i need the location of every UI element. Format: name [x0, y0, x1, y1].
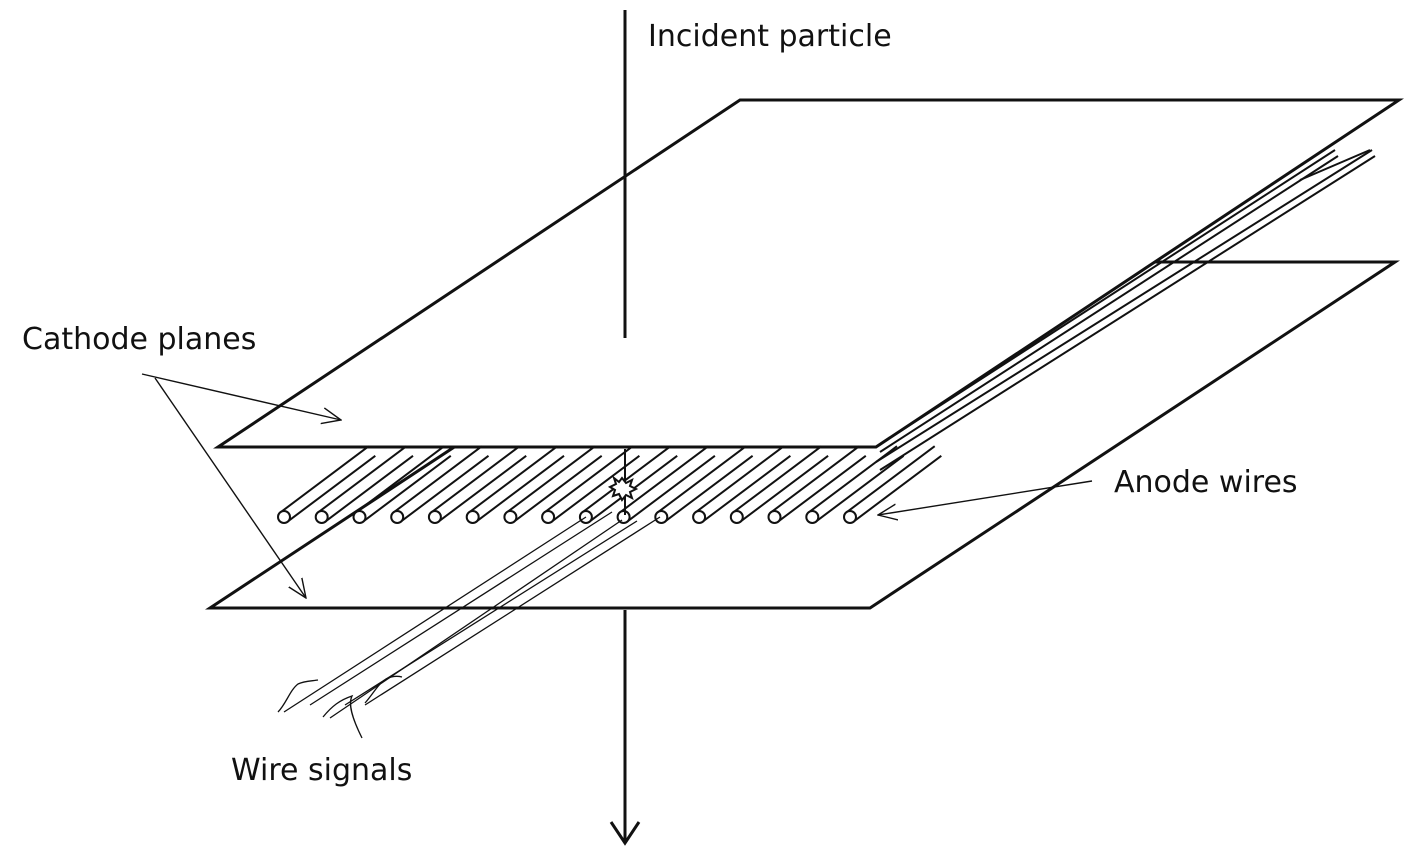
anode-wire — [503, 445, 603, 524]
anode-wire — [654, 445, 754, 524]
ionisation-spark-icon — [607, 475, 639, 502]
anode-wire — [390, 445, 490, 524]
anode-wire — [277, 445, 376, 524]
anode-wire — [729, 445, 829, 524]
anode-wires-label: Anode wires — [1114, 465, 1298, 500]
signal-pulse-icons — [277, 675, 403, 739]
wire-signal-leads — [283, 511, 661, 719]
anode-wire — [465, 445, 565, 524]
wire-signals-label: Wire signals — [231, 753, 412, 788]
anode-wire — [767, 445, 867, 524]
anode-wire — [805, 445, 905, 524]
anode-wire — [692, 445, 792, 524]
incident-particle-arrow-icon — [609, 821, 641, 846]
anode-wires — [277, 445, 942, 524]
anode-wire-back-extensions — [875, 149, 1376, 471]
anode-wire — [427, 445, 527, 524]
cathode-planes-label: Cathode planes — [22, 322, 256, 357]
anode-wire — [843, 445, 942, 524]
anode-wires-arrow — [878, 480, 1093, 515]
upper-cathode-plane — [213, 98, 1404, 449]
anode-wire — [352, 445, 452, 524]
anode-wire — [616, 445, 716, 524]
cathode-planes-arrow-lower — [154, 377, 306, 598]
cathode-planes-arrow-upper — [141, 373, 341, 420]
incident-particle-label: Incident particle — [648, 19, 892, 54]
anode-wire — [314, 445, 414, 524]
